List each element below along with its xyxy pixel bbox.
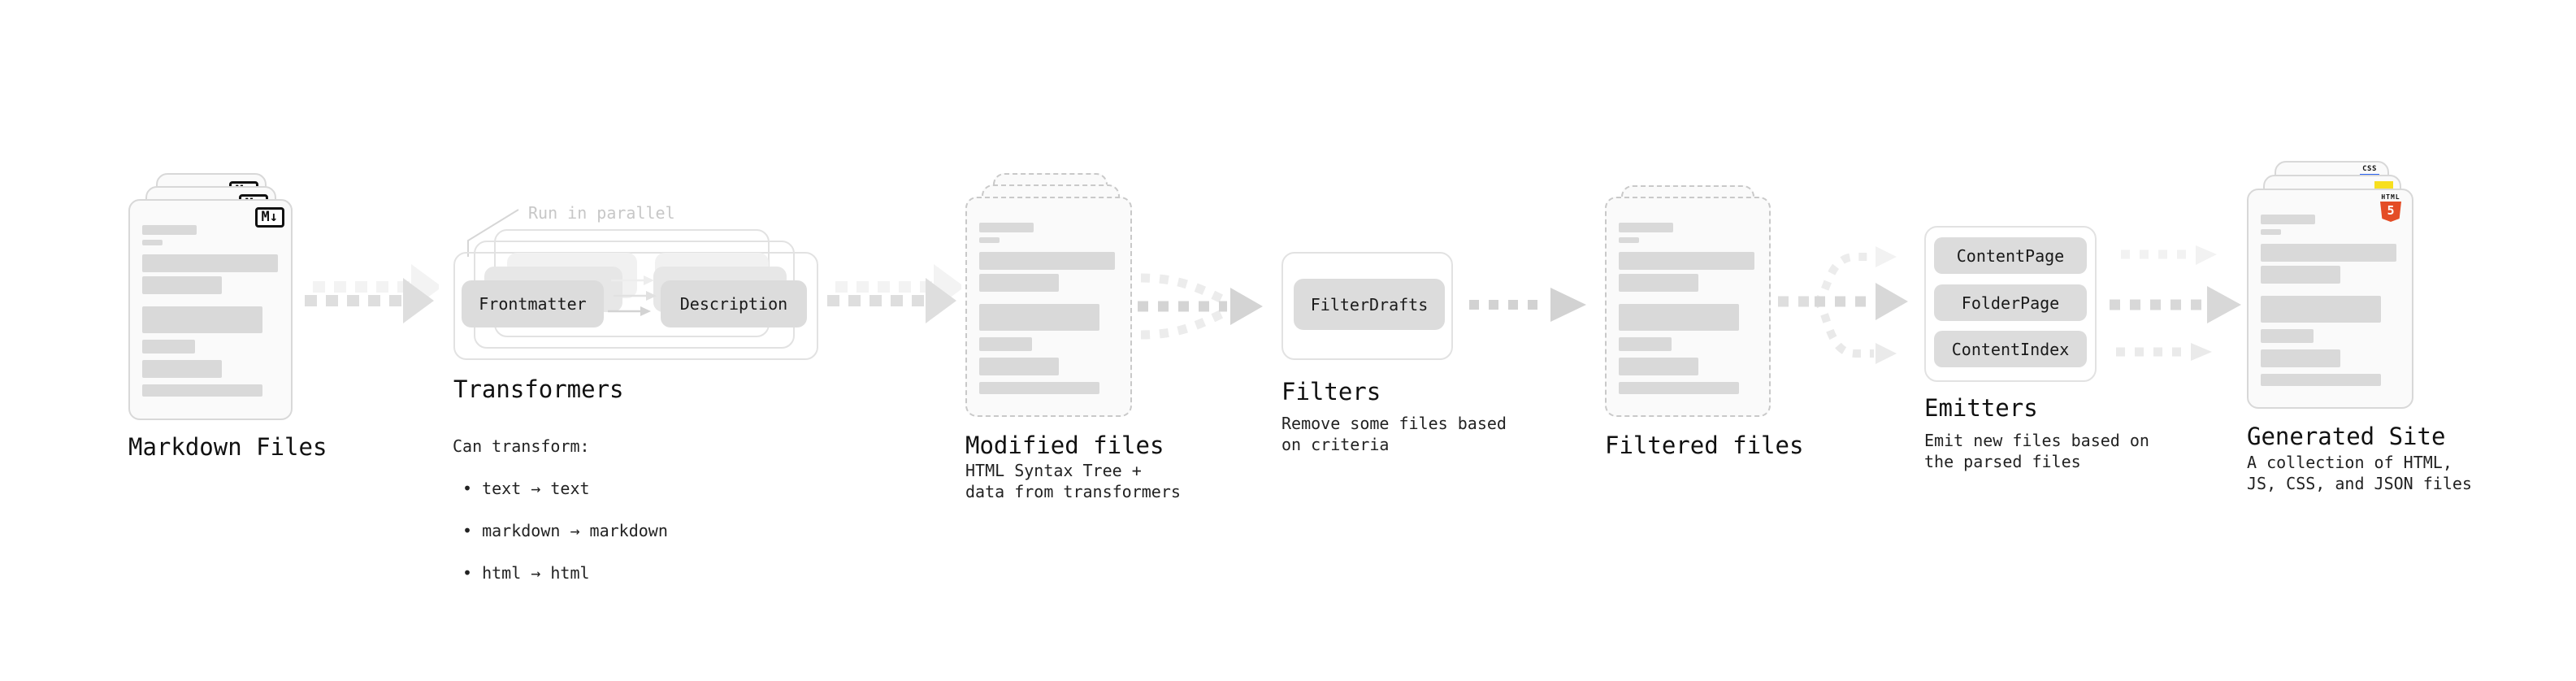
transformers-description: Can transform: • text → text • markdown … bbox=[453, 414, 668, 605]
filtered-files-label: Filtered files bbox=[1605, 432, 1804, 459]
filters-frame bbox=[1281, 252, 1453, 360]
arrows-emitters-to-generated bbox=[2110, 245, 2241, 361]
modified-file-card-front bbox=[965, 197, 1132, 417]
document-content-placeholder bbox=[1619, 223, 1759, 394]
filterdrafts-box: FilterDrafts bbox=[1294, 279, 1445, 330]
arrow-filters-to-filtered bbox=[1469, 288, 1586, 322]
emitter-contentpage-box: ContentPage bbox=[1934, 237, 2087, 274]
filters-title: Filters bbox=[1281, 378, 1381, 406]
document-content-placeholder bbox=[979, 223, 1121, 394]
emitters-frame bbox=[1924, 226, 2097, 382]
run-in-parallel-annotation: Run in parallel bbox=[528, 203, 675, 223]
filtered-file-card-front bbox=[1605, 197, 1771, 417]
document-content-placeholder bbox=[2261, 215, 2402, 386]
emitter-folderpage-box: FolderPage bbox=[1934, 284, 2087, 321]
transformer-frame-front bbox=[453, 252, 818, 360]
emitter-contentindex-box: ContentIndex bbox=[1934, 331, 2087, 367]
description-box: Description bbox=[661, 280, 807, 327]
generated-site-label: Generated Site bbox=[2247, 423, 2446, 450]
emitters-description: Emit new files based on the parsed files bbox=[1924, 431, 2149, 471]
transform-mini-arrow bbox=[614, 291, 657, 301]
filters-description: Remove some files based on criteria bbox=[1281, 414, 1507, 454]
markdown-file-card-front: M↓ bbox=[128, 199, 293, 420]
document-content-placeholder bbox=[142, 225, 281, 397]
arrow-markdown-to-transformers bbox=[305, 264, 439, 323]
html5-icon: HTML 5 bbox=[2379, 193, 2402, 222]
transform-bullet: • text → text bbox=[462, 479, 590, 498]
transform-bullet: • markdown → markdown bbox=[462, 521, 668, 540]
run-in-parallel-connector bbox=[467, 209, 519, 257]
modified-files-label: Modified files bbox=[965, 432, 1164, 459]
generated-html-card: HTML 5 bbox=[2247, 189, 2413, 409]
transformers-title: Transformers bbox=[453, 375, 624, 403]
generated-site-stack: CSS HTML 5 bbox=[2247, 161, 2413, 409]
frontmatter-box: Frontmatter bbox=[462, 280, 604, 327]
arrow-transformers-to-modified bbox=[827, 264, 961, 323]
arrow-filtered-to-emitters-split bbox=[1778, 246, 1908, 364]
emitters-title: Emitters bbox=[1924, 394, 2038, 422]
markdown-files-stack: M↓ M↓ M↓ bbox=[128, 173, 293, 420]
modified-files-description: HTML Syntax Tree + data from transformer… bbox=[965, 461, 1181, 501]
can-transform-heading: Can transform: bbox=[453, 436, 590, 456]
arrow-modified-to-filters-converge bbox=[1138, 273, 1263, 340]
markdown-icon: M↓ bbox=[254, 207, 284, 228]
transform-mini-arrow bbox=[611, 275, 654, 285]
transform-mini-arrow bbox=[608, 306, 651, 316]
modified-files-stack bbox=[965, 173, 1132, 417]
generated-site-description: A collection of HTML, JS, CSS, and JSON … bbox=[2247, 453, 2472, 493]
markdown-files-label: Markdown Files bbox=[128, 433, 327, 461]
transform-bullet: • html → html bbox=[462, 563, 590, 583]
filtered-files-stack bbox=[1605, 185, 1771, 417]
